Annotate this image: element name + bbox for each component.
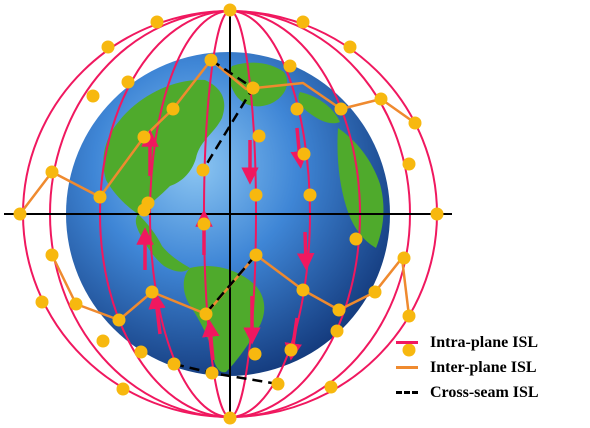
landmass-europe-edge bbox=[298, 92, 340, 124]
satellite-icon bbox=[223, 3, 237, 17]
satellite-icon bbox=[249, 248, 263, 262]
satellite-icon bbox=[35, 295, 49, 309]
satellite-icon bbox=[402, 157, 416, 171]
landmass-north-america bbox=[103, 79, 225, 214]
satellite-icon bbox=[196, 163, 210, 177]
satellite-icon bbox=[252, 129, 266, 143]
satellite-icon bbox=[296, 15, 310, 29]
satellite-icon bbox=[204, 53, 218, 67]
satellites bbox=[13, 3, 444, 425]
legend-label-inter-plane: Inter-plane ISL bbox=[430, 358, 537, 376]
satellite-icon bbox=[430, 207, 444, 221]
direction-arrow-icon bbox=[296, 231, 315, 271]
satellite-icon bbox=[199, 307, 213, 321]
satellite-icon bbox=[167, 357, 181, 371]
cross-seam-link-south bbox=[206, 255, 256, 313]
satellite-icon bbox=[166, 102, 180, 116]
satellite-icon bbox=[134, 345, 148, 359]
landmass-africa-edge bbox=[337, 128, 384, 248]
satellite-icon bbox=[284, 343, 298, 357]
satellite-icon bbox=[374, 92, 388, 106]
legend-label-intra-plane: Intra-plane ISL bbox=[430, 333, 539, 351]
legend-item-intra-plane: Intra-plane ISL bbox=[396, 330, 586, 355]
satellite-icon bbox=[283, 59, 297, 73]
satellite-icon bbox=[223, 411, 237, 425]
satellite-icon bbox=[334, 102, 348, 116]
satellite-icon bbox=[332, 303, 346, 317]
satellite-icon bbox=[121, 75, 135, 89]
satellite-icon bbox=[150, 15, 164, 29]
direction-arrow-icon bbox=[202, 319, 220, 361]
landmass-south-america bbox=[183, 266, 265, 373]
satellite-icon bbox=[397, 251, 411, 265]
satellite-icon bbox=[137, 203, 151, 217]
satellite-icon bbox=[290, 102, 304, 116]
satellite-icon bbox=[69, 297, 83, 311]
satellite-icon bbox=[402, 343, 416, 357]
satellite-icon bbox=[116, 382, 130, 396]
satellite-icon bbox=[145, 285, 159, 299]
satellite-icon bbox=[296, 283, 310, 297]
satellite-icon bbox=[271, 377, 285, 391]
satellite-icon bbox=[349, 232, 363, 246]
satellite-icon bbox=[197, 217, 211, 231]
satellite-icon bbox=[402, 309, 416, 323]
satellite-icon bbox=[297, 147, 311, 161]
satellite-icon bbox=[246, 81, 260, 95]
satellite-icon bbox=[112, 313, 126, 327]
satellite-icon bbox=[93, 190, 107, 204]
satellite-icon bbox=[45, 248, 59, 262]
legend-label-cross-seam: Cross-seam ISL bbox=[430, 383, 539, 401]
satellite-icon bbox=[343, 40, 357, 54]
satellite-icon bbox=[324, 380, 338, 394]
satellite-icon bbox=[368, 285, 382, 299]
satellite-icon bbox=[205, 366, 219, 380]
satellite-icon bbox=[13, 207, 27, 221]
direction-arrow-icon bbox=[148, 291, 166, 335]
satellite-icon bbox=[303, 188, 317, 202]
legend-item-inter-plane: Inter-plane ISL bbox=[396, 355, 586, 380]
satellite-icon bbox=[330, 324, 344, 338]
satellite-icon bbox=[101, 40, 115, 54]
satellite-icon bbox=[45, 165, 59, 179]
legend-swatch-inter-plane bbox=[396, 366, 418, 369]
satellite-icon bbox=[96, 334, 110, 348]
legend-swatch-intra-plane bbox=[396, 341, 418, 344]
satellite-icon bbox=[249, 188, 263, 202]
legend-item-cross-seam: Cross-seam ISL bbox=[396, 380, 586, 405]
legend: Intra-plane ISL Inter-plane ISL Cross-se… bbox=[396, 330, 586, 405]
reference-axes bbox=[4, 10, 452, 420]
satellite-icon bbox=[137, 130, 151, 144]
satellite-icon bbox=[86, 89, 100, 103]
satellite-icon bbox=[408, 116, 422, 130]
legend-swatch-cross-seam bbox=[396, 391, 418, 394]
satellite-icon bbox=[248, 347, 262, 361]
